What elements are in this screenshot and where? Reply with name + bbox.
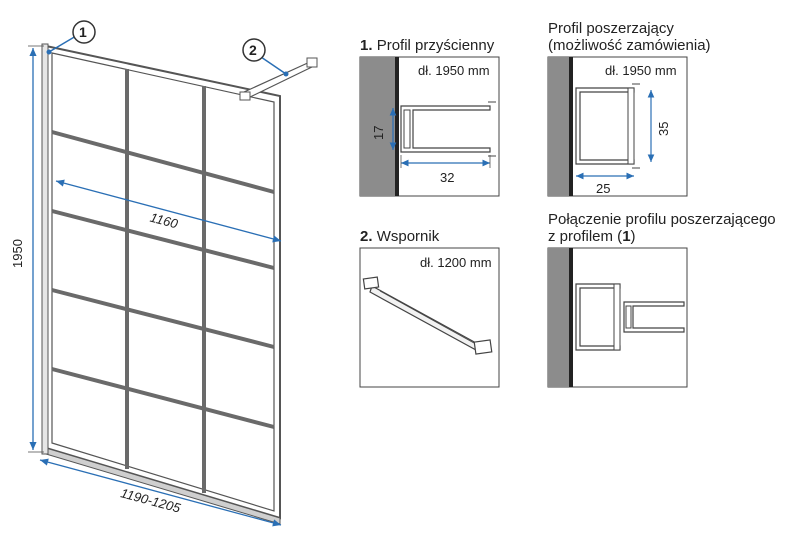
- connection-title-line1: Połączenie profilu poszerzającego: [548, 211, 776, 228]
- bracket-end-right: [473, 339, 493, 355]
- bracket-detail: [359, 247, 500, 388]
- callout-1-number: 1: [79, 24, 87, 40]
- extension-profile-title-line2: (możliwość zamówienia): [548, 37, 711, 54]
- bracket-length: dł. 1200 mm: [420, 255, 492, 270]
- connection-title-line2: z profilem (1): [548, 228, 636, 245]
- shower-panel-drawing: [28, 20, 318, 527]
- extension-profile-title-line1: Profil poszerzający: [548, 20, 674, 37]
- wall-profile: [41, 43, 49, 455]
- profile-detail-1: [359, 56, 500, 197]
- height-dimension-label: 1950: [10, 239, 25, 268]
- extension-profile-length: dł. 1950 mm: [605, 63, 677, 78]
- callout-2-number: 2: [249, 42, 257, 58]
- profile-wall-title: 1. Profil przyścienny: [360, 37, 495, 54]
- panel-inner: [51, 52, 275, 512]
- bracket-title: 2. Wspornik: [360, 228, 440, 245]
- profile-wall-dim-32: 32: [440, 170, 455, 185]
- callout-1-leader: [48, 35, 77, 53]
- bracket-end-left: [362, 276, 380, 290]
- callout-1-circle: [72, 20, 96, 44]
- profile-wall-dim-17: 17: [371, 125, 386, 140]
- profile-detail-2: [547, 56, 688, 197]
- support-bar: [239, 57, 318, 101]
- wall-section: [548, 57, 570, 196]
- extension-profile-dim-25: 25: [596, 181, 611, 196]
- profile-wall-length: dł. 1950 mm: [418, 63, 490, 78]
- connection-detail: [547, 247, 688, 388]
- callout-2-leader: [260, 56, 287, 75]
- inner-width-dim-line: [55, 179, 282, 243]
- callout-2-circle: [242, 38, 266, 62]
- grid-verticals: [125, 69, 206, 493]
- width-dim-line: [39, 458, 282, 527]
- wall-section: [548, 248, 570, 387]
- extension-profile-dim-35: 35: [656, 121, 671, 136]
